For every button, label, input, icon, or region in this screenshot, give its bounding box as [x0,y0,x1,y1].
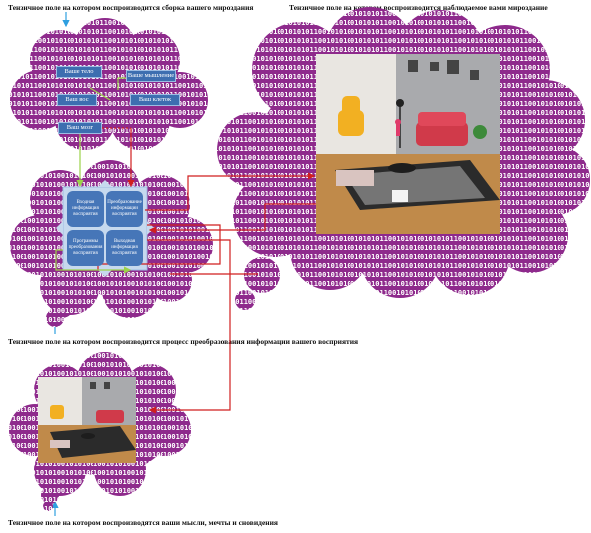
tile-programs: Программы преобразования восприятия [67,230,104,266]
connector-lines [55,77,316,414]
room-illustration-small [38,377,136,463]
caption-assembly-field: Тензичное поле на котором воспроизводитс… [8,3,254,12]
caption-thoughts-field: Тензичное поле на котором воспроизводятс… [8,518,278,527]
tile-transform-information: Преобразование информации восприятия [106,191,143,227]
box-your-body: Ваше тело [56,66,102,78]
room-illustration-large [316,54,500,234]
box-your-will: Ваш вос [57,94,97,106]
tile-output-information: Выходная информация восприятия [106,230,143,266]
caption-observed-field: Тензичное поле на котором воспроизводитс… [289,3,548,12]
box-your-memory: Ваше мышление [126,70,176,82]
box-your-cells: Ваш клеток [130,94,180,106]
caption-process-field: Тензичное поле на котором воспроизводитс… [8,337,359,346]
box-your-brain: Ваш мозг [58,122,102,134]
tile-input-information: Входная информация восприятия [67,191,104,227]
cloud-assembly [10,18,208,150]
